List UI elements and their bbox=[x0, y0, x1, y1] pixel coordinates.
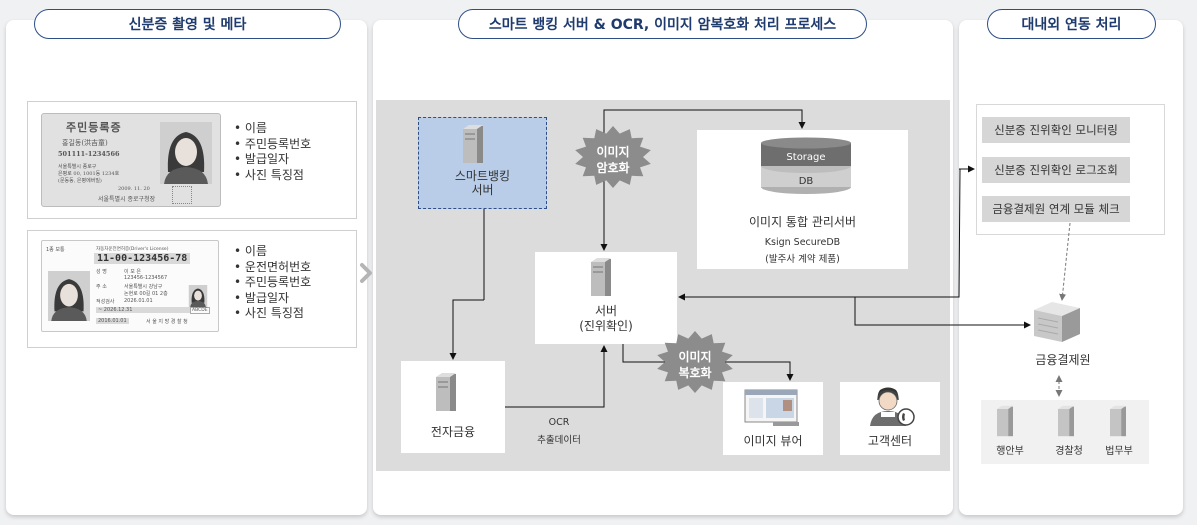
license-issue-label: 적성검사 bbox=[96, 299, 115, 305]
ksign-label: Ksign SecureDB bbox=[764, 237, 841, 248]
license-date: 2016.01.01 bbox=[96, 318, 129, 324]
license-rrn: 123456-1234567 bbox=[124, 275, 168, 281]
license-bullet: 주민등록번호 bbox=[234, 275, 311, 291]
server-tower-icon bbox=[997, 405, 1013, 437]
agency-moj: 법무부 bbox=[1105, 446, 1133, 457]
license-bullets: 이름 운전면허번호 주민등록번호 발급일자 사진 특징점 bbox=[234, 244, 311, 322]
line-to-efin bbox=[449, 299, 484, 360]
left-section-title: 신분증 촬영 및 메타 bbox=[34, 9, 341, 39]
id-card-date: 2009. 11. 20 bbox=[118, 186, 150, 192]
id-photo bbox=[160, 122, 212, 184]
decrypt-burst bbox=[657, 331, 733, 393]
id-card-title: 주민등록증 bbox=[66, 121, 122, 134]
license-issuer: 서 울 지 방 경 찰 청 bbox=[146, 319, 188, 325]
id-card-image: 주민등록증 홍길동(洪吉童) 501111-1234566 서울특별시 종로구 … bbox=[41, 113, 221, 207]
id-bullet: 발급일자 bbox=[234, 152, 311, 168]
license-bullet: 운전면허번호 bbox=[234, 260, 311, 276]
kftc-label: 금융결제원 bbox=[1035, 353, 1091, 367]
license-header: 자동차운전면허증(Driver's License) bbox=[96, 247, 169, 252]
agency-mois: 행안부 bbox=[996, 446, 1024, 457]
efin-label: 전자금융 bbox=[430, 425, 476, 439]
license-image: 1종 보통 자동차운전면허증(Driver's License) 11-00-1… bbox=[41, 240, 219, 332]
line-to-storage bbox=[603, 109, 806, 137]
license-addr2: 논현로 00길 01 2층 bbox=[124, 291, 168, 297]
viewer-label: 이미지 뷰어 bbox=[743, 434, 803, 448]
decrypt-label-1: 이미지 bbox=[678, 350, 712, 364]
license-bullet: 이름 bbox=[234, 244, 311, 260]
ocr-label: OCR bbox=[548, 417, 570, 428]
encrypt-burst bbox=[575, 126, 651, 188]
license-bullet: 발급일자 bbox=[234, 291, 311, 307]
agent-icon bbox=[870, 387, 915, 426]
server-tower-icon bbox=[1110, 405, 1126, 437]
encrypt-label-2: 암호화 bbox=[596, 161, 630, 175]
ksign-note: (발주사 계약 제품) bbox=[765, 254, 840, 265]
verify-label-1: 서버 bbox=[594, 304, 618, 318]
line-to-kftc bbox=[854, 297, 1031, 329]
id-card-bullets: 이름 주민등록번호 발급일자 사진 특징점 bbox=[234, 121, 311, 183]
middle-section-title: 스마트 뱅킹 서버 & OCR, 이미지 암복호화 처리 프로세스 bbox=[458, 9, 867, 39]
server-tower-icon bbox=[463, 125, 483, 163]
license-photo bbox=[48, 271, 90, 321]
kftc-server-icon bbox=[1034, 302, 1080, 342]
smart-server-label-1: 스마트뱅킹 bbox=[454, 169, 511, 183]
license-bullet: 사진 특징점 bbox=[234, 306, 311, 322]
server-tower-icon bbox=[591, 258, 611, 296]
license-addr-label: 주 소 bbox=[96, 284, 107, 290]
license-code: ABCDE bbox=[190, 307, 210, 314]
monitoring-item: 신분증 진위확인 모니터링 bbox=[982, 117, 1130, 143]
id-card-name: 홍길동(洪吉童) bbox=[62, 139, 108, 147]
log-item: 신분증 진위확인 로그조회 bbox=[982, 157, 1130, 183]
id-card-addr2: 은평로 00, 1001동 1234호 bbox=[58, 171, 120, 177]
call-center-label: 고객센터 bbox=[867, 434, 913, 448]
decrypt-label-2: 복호화 bbox=[678, 366, 712, 380]
viewer-icon bbox=[744, 389, 799, 426]
license-issue: 2026.01.01 bbox=[124, 298, 153, 304]
chevron-right-icon bbox=[360, 263, 372, 283]
id-bullet: 주민등록번호 bbox=[234, 137, 311, 153]
server-tower-icon bbox=[436, 373, 456, 411]
line-ocr bbox=[505, 345, 608, 408]
module-check-item: 금융결제원 연계 모듈 체크 bbox=[982, 196, 1130, 222]
license-period: ~ 2026.12.31 bbox=[96, 307, 190, 313]
license-small-photo bbox=[188, 285, 208, 307]
storage-label: Storage bbox=[786, 152, 826, 163]
right-section-title: 대내외 연동 처리 bbox=[987, 9, 1156, 39]
license-name-label: 성 명 bbox=[96, 269, 107, 275]
db-label: DB bbox=[798, 176, 814, 187]
id-bullet: 이름 bbox=[234, 121, 311, 137]
agency-police: 경찰청 bbox=[1055, 446, 1083, 457]
id-card-hologram bbox=[172, 186, 192, 204]
license-addr1: 서울특별시 강남구 bbox=[124, 284, 163, 290]
dashed-monitor-kftc bbox=[1059, 222, 1071, 301]
encrypt-label-1: 이미지 bbox=[596, 145, 630, 159]
line-ext-to-verify bbox=[678, 168, 961, 301]
server-tower-icon bbox=[1058, 405, 1074, 437]
id-bullet: 사진 특징점 bbox=[234, 168, 311, 184]
mgmt-label: 이미지 통합 관리서버 bbox=[749, 215, 856, 229]
id-card-addr1: 서울특별시 종로구 bbox=[58, 164, 97, 170]
license-name: 이 모 은 bbox=[124, 269, 141, 275]
verify-label-2: (진위확인) bbox=[579, 319, 633, 333]
database-icon bbox=[761, 137, 851, 194]
id-card-addr3: (문동동, 은평에버빌) bbox=[58, 178, 102, 184]
license-region: 1종 보통 bbox=[46, 247, 65, 253]
license-number: 11-00-123456-78 bbox=[94, 253, 191, 264]
id-card-issuer: 서울특별시 종로구청장 bbox=[98, 196, 156, 203]
smart-server-label-2: 서버 bbox=[471, 183, 494, 197]
ocr-data-label: 추출데이터 bbox=[537, 435, 581, 446]
id-card-number: 501111-1234566 bbox=[58, 150, 120, 158]
